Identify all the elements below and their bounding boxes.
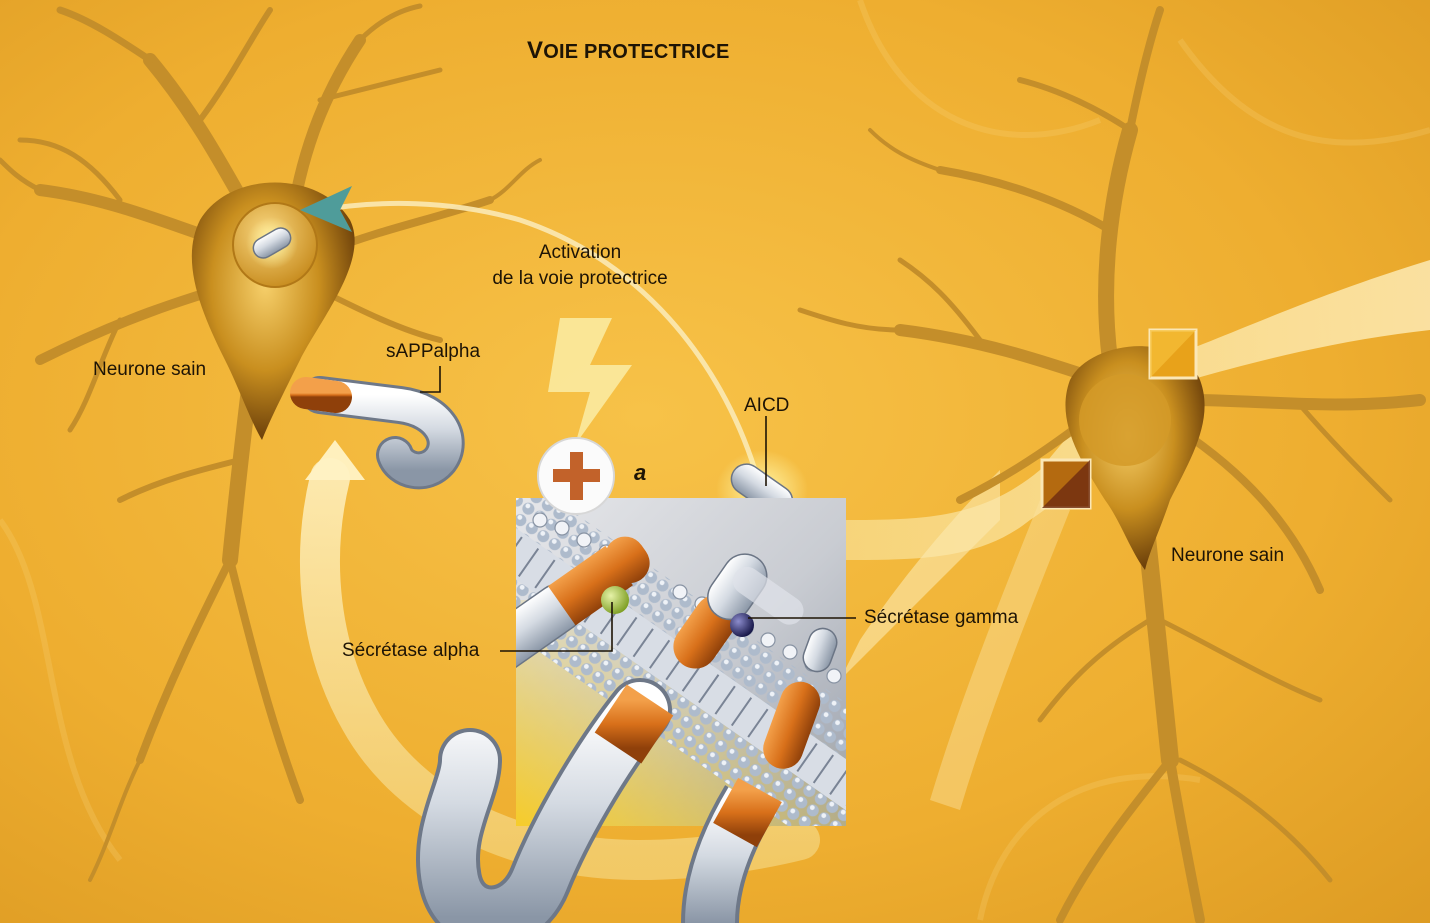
right-neuron-nucleus [1079, 374, 1171, 466]
label-aicd: AICD [744, 394, 789, 418]
label-neuron-right: Neurone sain [1171, 544, 1284, 568]
label-neuron-left: Neurone sain [93, 358, 206, 382]
label-secretase-gamma: Sécrétase gamma [864, 606, 1018, 630]
label-activation-line1: Activation [470, 240, 690, 266]
diagram-title: VOIE PROTECTRICE [527, 37, 730, 65]
title-rest: OIE PROTECTRICE [543, 41, 729, 63]
secretase-alpha-enzyme [601, 586, 629, 614]
label-activation-line2: de la voie protectrice [470, 266, 690, 292]
label-sapp-alpha: sAPPalpha [386, 340, 480, 364]
label-secretase-alpha: Sécrétase alpha [342, 639, 479, 663]
plus-icon [538, 438, 614, 514]
title-initial: V [527, 37, 543, 64]
label-activation: Activation de la voie protectrice [470, 240, 690, 292]
secretase-gamma-enzyme [730, 613, 754, 637]
inset-marker-a: a [634, 460, 646, 486]
